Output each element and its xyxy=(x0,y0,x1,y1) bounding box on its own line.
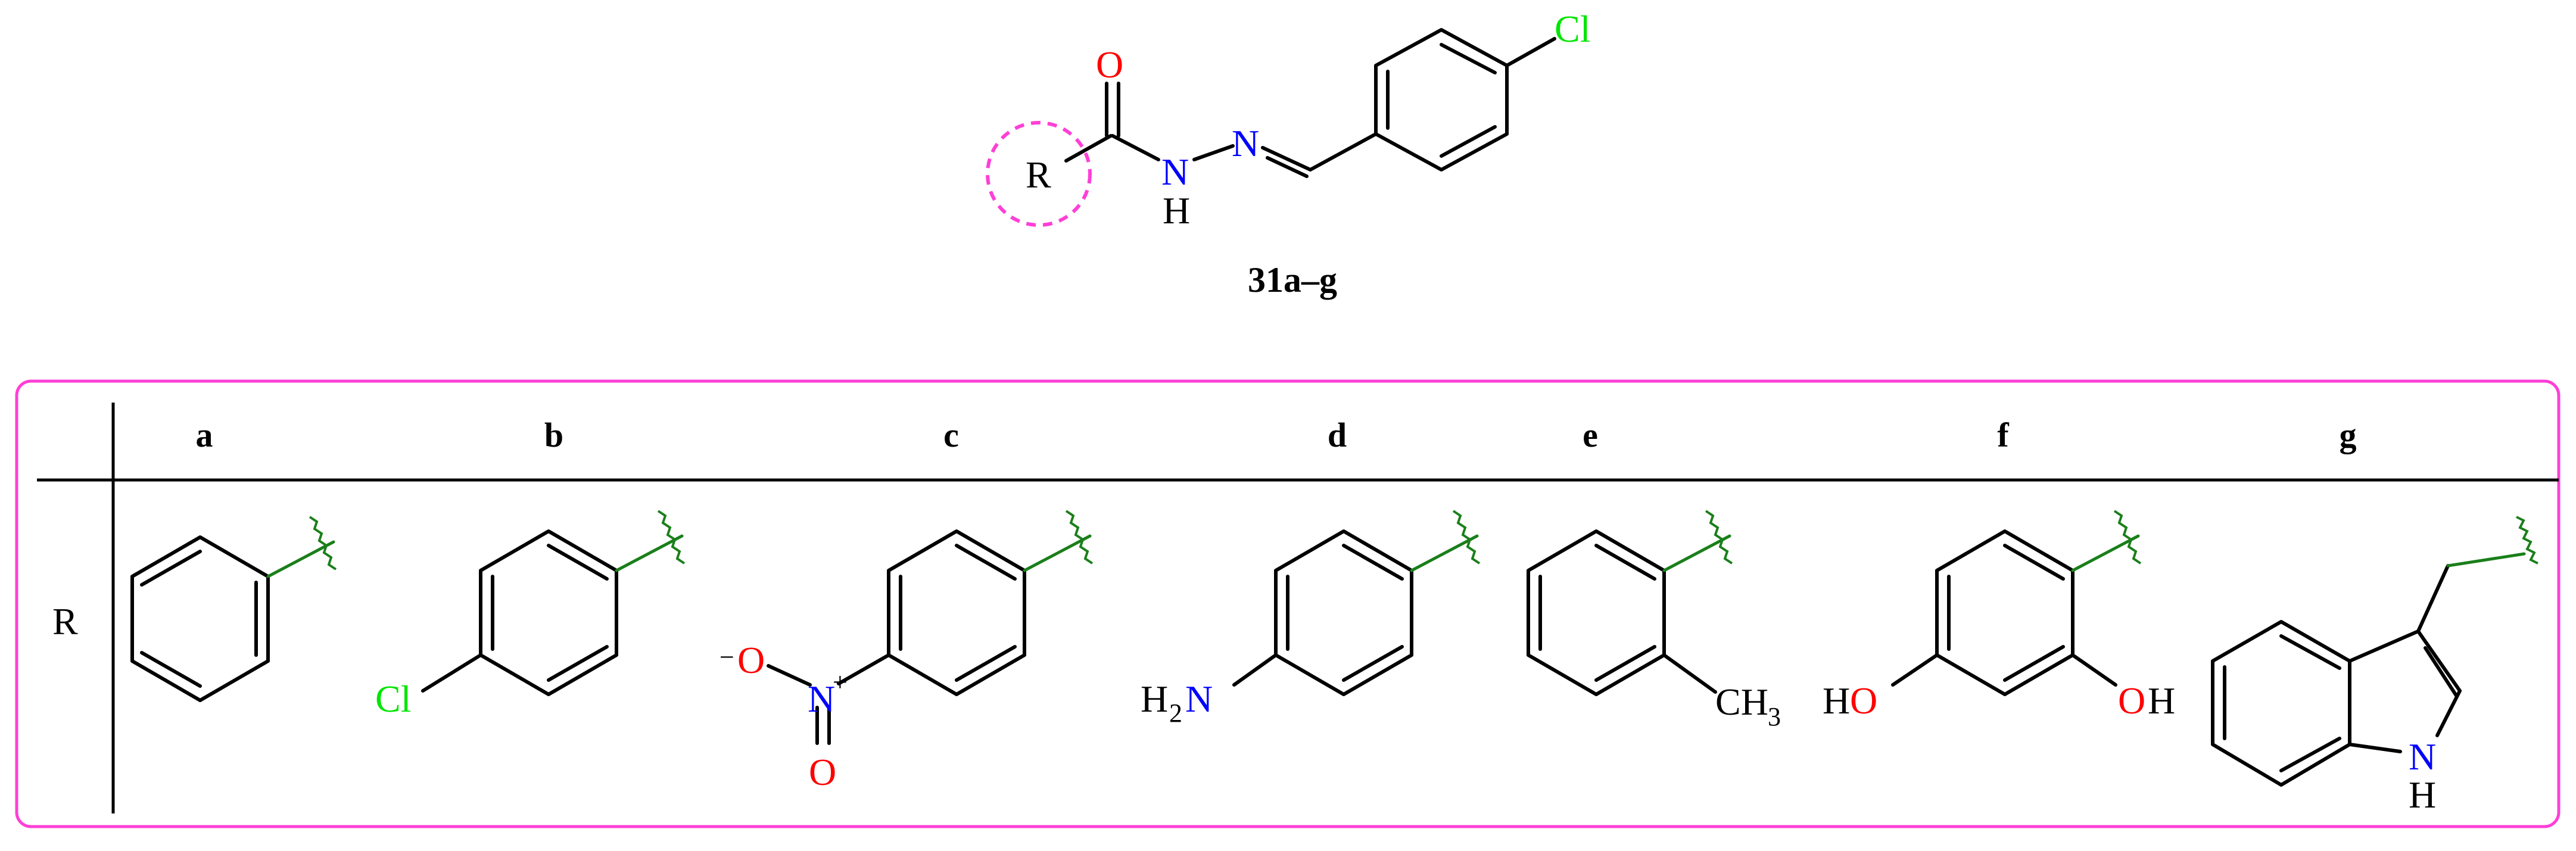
indole-nitrogen: N xyxy=(2409,735,2436,778)
hydroxy-right-hydrogen: H xyxy=(2148,679,2175,722)
chlorine-label: Cl xyxy=(1555,8,1590,50)
column-header-b: b xyxy=(544,416,563,454)
nitro-nitrogen: N xyxy=(808,678,835,720)
attachment-wavy-bond-e xyxy=(1705,510,1733,565)
column-header-c: c xyxy=(943,416,959,454)
structure-b-chlorophenyl: Cl xyxy=(375,510,686,720)
carbonyl-oxygen-label: O xyxy=(1096,43,1123,86)
attachment-wavy-bond-b xyxy=(657,510,686,565)
scaffold-structure: O R N H N Cl 31a–g xyxy=(986,8,1590,300)
column-header-a: a xyxy=(196,416,213,454)
structure-d-aminophenyl: H 2 N xyxy=(1141,510,1481,728)
column-header-e: e xyxy=(1583,416,1598,454)
attachment-wavy-bond-g xyxy=(2516,516,2538,565)
table-frame xyxy=(15,379,2561,828)
hydroxy-left-hydrogen: H xyxy=(1823,679,1850,722)
amino-nitrogen: N xyxy=(1185,678,1213,720)
structure-e-methylphenyl: CH 3 xyxy=(1527,510,1781,731)
substituent-chlorine-b: Cl xyxy=(375,678,411,720)
row-label-r: R xyxy=(52,600,78,643)
column-header-d: d xyxy=(1328,416,1347,454)
attachment-wavy-bond-d xyxy=(1452,510,1481,565)
hydroxy-right-oxygen: O xyxy=(2118,679,2145,722)
structure-c-nitrophenyl: − O N + O xyxy=(719,510,1094,793)
nitro-oxygen-single: O xyxy=(737,639,765,681)
imine-nitrogen-label: N xyxy=(1232,122,1259,164)
structure-a-phenyl xyxy=(130,516,337,702)
amide-nitrogen-label: N xyxy=(1161,151,1189,193)
structure-f-dihydroxyphenyl: H O O H xyxy=(1823,510,2175,722)
indole-hydrogen: H xyxy=(2409,774,2436,816)
structure-g-indolylmethyl: N H xyxy=(2211,516,2538,816)
column-header-f: f xyxy=(1997,416,2009,454)
substituent-table: R a b c d e f g xyxy=(15,379,2561,828)
compound-label: 31a–g xyxy=(1248,260,1337,300)
methyl-subscript: 3 xyxy=(1768,702,1781,731)
nitro-oxygen-double: O xyxy=(809,751,836,793)
amino-subscript: 2 xyxy=(1169,699,1182,728)
r-group-highlight xyxy=(986,121,1092,227)
attachment-wavy-bond-c xyxy=(1065,510,1094,565)
amide-hydrogen-label: H xyxy=(1163,189,1190,232)
methyl-ch: CH xyxy=(1715,681,1768,723)
column-header-g: g xyxy=(2340,416,2357,454)
r-label: R xyxy=(1026,154,1051,196)
nitro-plus-charge: + xyxy=(833,668,848,697)
attachment-wavy-bond-f xyxy=(2113,510,2142,565)
attachment-wavy-bond-a xyxy=(309,516,337,571)
amino-hydrogen: H xyxy=(1141,678,1168,720)
nitro-oxygen-minus-sign: − xyxy=(719,643,734,672)
hydroxy-left-oxygen: O xyxy=(1850,679,1877,722)
